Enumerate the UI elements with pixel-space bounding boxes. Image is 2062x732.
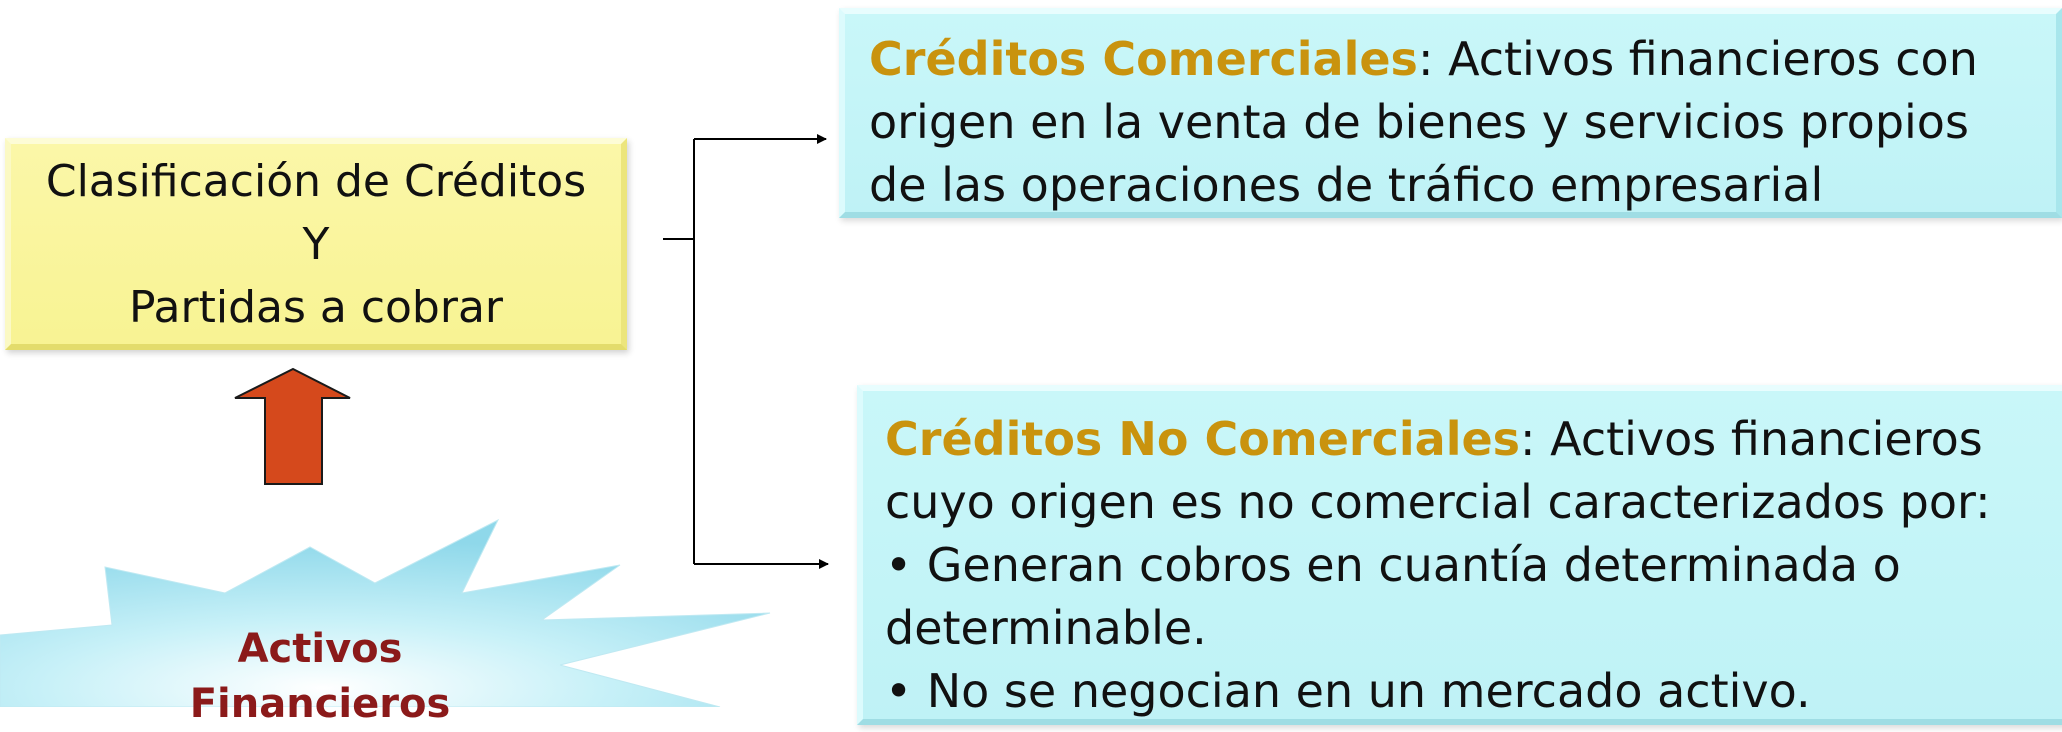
no-comerciales-line1: Créditos No Comerciales: Activos financi… [885,408,2062,471]
up-arrow-icon [234,367,351,485]
starburst-shape [0,518,771,707]
comerciales-line1: Créditos Comerciales: Activos financiero… [869,28,2056,91]
creditos-comerciales-box: Créditos Comerciales: Activos financiero… [839,8,2062,218]
no-comerciales-title: Créditos No Comerciales [885,412,1521,466]
starburst-label: Activos Financieros [180,622,460,732]
classification-line1: Clasificación de Créditos [45,155,587,207]
starburst-line1: Activos [237,626,403,672]
comerciales-title: Créditos Comerciales [869,32,1418,86]
bullet-2: • No se negocian en un mercado activo. [885,664,1811,718]
comerciales-sep: : [1417,32,1449,86]
no-comerciales-line2: cuyo origen es no comercial caracterizad… [885,475,1991,529]
classification-box: Clasificación de Créditos Y Partidas a c… [5,138,627,350]
bullet-1-line-a: • Generan cobros en cuantía determinada … [885,538,1901,592]
bullet-1-line-b: determinable. [885,601,1207,655]
connector-lines [234,134,829,569]
creditos-no-comerciales-box: Créditos No Comerciales: Activos financi… [857,385,2062,725]
comerciales-line3: de las operaciones de tráfico empresaria… [869,158,1824,212]
comerciales-line1-rest: Activos financieros con [1448,32,1978,86]
classification-line2: Y [302,218,330,270]
no-comerciales-sep: : [1520,412,1551,466]
starburst-line2: Financieros [189,681,451,727]
classification-line3: Partidas a cobrar [128,281,504,333]
comerciales-line2: origen en la venta de bienes y servicios… [869,95,1969,149]
no-comerciales-line1-rest: Activos financieros [1550,412,1983,466]
